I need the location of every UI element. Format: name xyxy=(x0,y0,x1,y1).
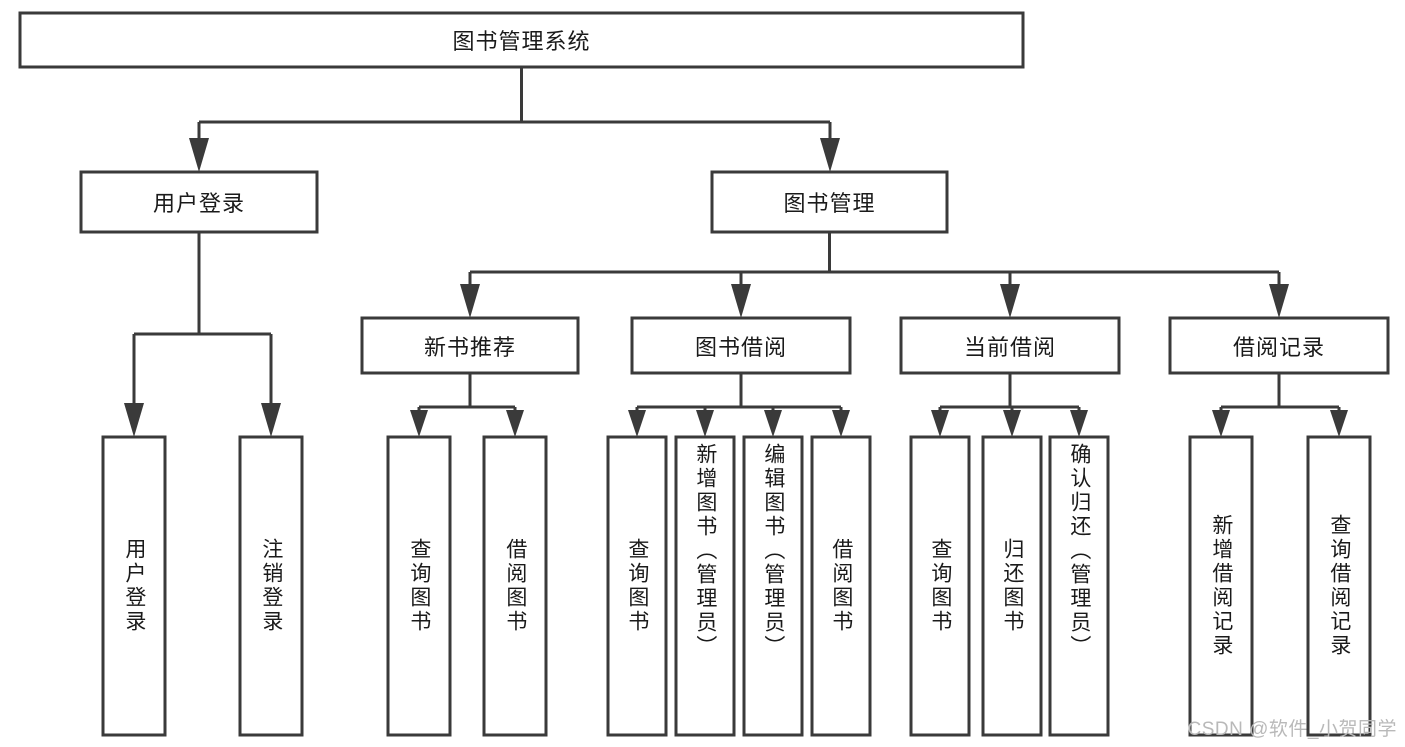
node-box-borrow-record[interactable] xyxy=(1168,316,1390,375)
node-box-current-borrow[interactable] xyxy=(899,316,1121,375)
connector-user-login-to-leaves xyxy=(124,232,281,437)
arrow-head-icon xyxy=(1000,284,1020,318)
node-box-new-book-rec[interactable] xyxy=(360,316,580,375)
connector-book-manage-to-level3 xyxy=(460,232,1289,318)
node-box-leaf-user-login[interactable] xyxy=(101,435,167,737)
connector-current-borrow-to-leaves xyxy=(931,373,1088,437)
arrow-head-icon xyxy=(1330,410,1348,437)
node-box-leaf-confirm-return[interactable] xyxy=(1048,435,1110,737)
connector-root-to-level2 xyxy=(189,67,840,172)
arrow-head-icon xyxy=(1070,410,1088,437)
arrow-head-icon xyxy=(410,410,428,437)
node-box-leaf-add-record[interactable] xyxy=(1188,435,1254,737)
node-box-book-manage[interactable] xyxy=(710,170,949,234)
arrow-head-icon xyxy=(460,284,480,318)
node-box-leaf-query-record[interactable] xyxy=(1306,435,1372,737)
arrow-head-icon xyxy=(931,410,949,437)
node-box-leaf-borrow-book-1[interactable] xyxy=(482,435,548,737)
arrow-head-icon xyxy=(1212,410,1230,437)
arrow-head-icon xyxy=(696,410,714,437)
arrow-head-icon xyxy=(731,284,751,318)
node-box-root[interactable] xyxy=(18,11,1025,69)
arrow-head-icon xyxy=(1269,284,1289,318)
connector-new-book-rec-to-leaves xyxy=(410,373,524,437)
node-box-leaf-query-book-3[interactable] xyxy=(909,435,971,737)
node-box-leaf-borrow-book-2[interactable] xyxy=(810,435,872,737)
node-box-leaf-return-book[interactable] xyxy=(981,435,1043,737)
arrow-head-icon xyxy=(124,403,144,437)
node-box-user-login[interactable] xyxy=(79,170,319,234)
arrow-head-icon xyxy=(832,410,850,437)
arrow-head-icon xyxy=(261,403,281,437)
arrow-head-icon xyxy=(628,410,646,437)
arrow-head-icon xyxy=(189,138,209,172)
node-box-leaf-edit-book[interactable] xyxy=(742,435,804,737)
node-box-leaf-query-book-1[interactable] xyxy=(386,435,452,737)
node-box-leaf-query-book-2[interactable] xyxy=(606,435,668,737)
csdn-watermark: CSDN @软件_小贺同学 xyxy=(1187,719,1397,740)
connector-book-borrow-to-leaves xyxy=(628,373,850,437)
arrow-head-icon xyxy=(764,410,782,437)
connector-borrow-record-to-leaves xyxy=(1212,373,1348,437)
node-box-book-borrow[interactable] xyxy=(630,316,852,375)
arrow-head-icon xyxy=(1003,410,1021,437)
arrow-head-icon xyxy=(506,410,524,437)
arrow-head-icon xyxy=(820,138,840,172)
node-box-leaf-logout[interactable] xyxy=(238,435,304,737)
node-box-leaf-add-book[interactable] xyxy=(674,435,736,737)
